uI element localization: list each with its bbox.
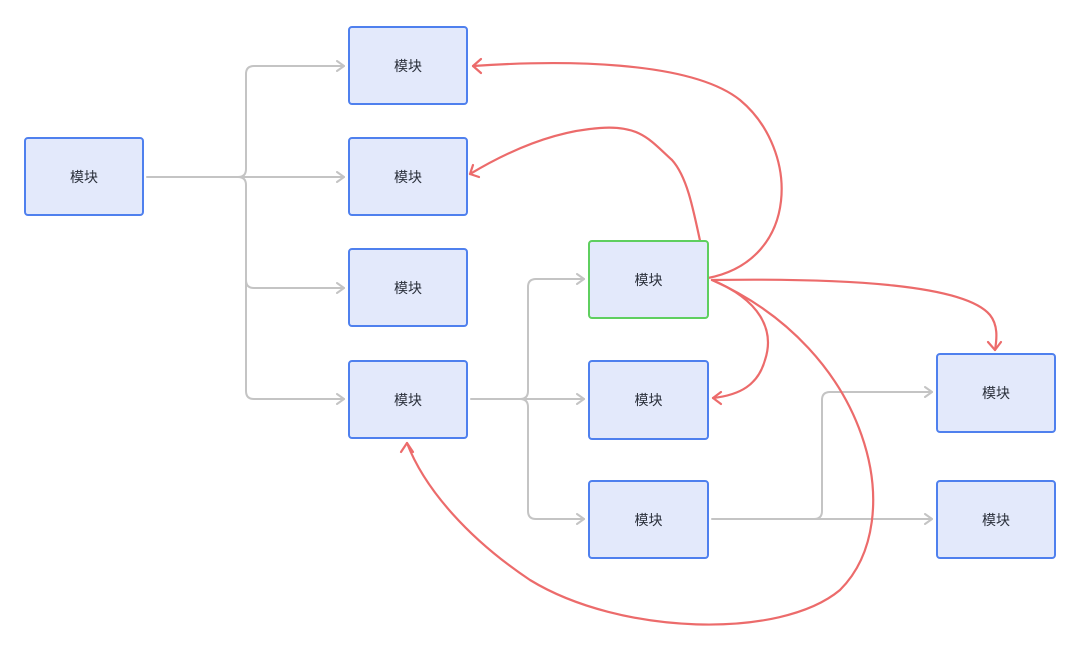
node-grandchild-1-selected[interactable]: 模块 [588, 240, 709, 319]
node-root[interactable]: 模块 [24, 137, 144, 216]
connector-c4-children-arrows [576, 273, 585, 525]
reference-arrow-to-g2-head [711, 390, 723, 406]
reference-arrow-to-c4-head [399, 441, 415, 454]
node-leaf-2[interactable]: 模块 [936, 480, 1056, 559]
reference-arrow-to-c1-head [471, 57, 483, 75]
reference-arrow-to-r1-head [986, 340, 1003, 352]
node-grandchild-3[interactable]: 模块 [588, 480, 709, 559]
reference-arrow-to-c2-head [468, 163, 481, 179]
reference-arrow-to-c1 [471, 62, 783, 280]
reference-arrow-to-c2 [468, 126, 710, 280]
reference-arrow-to-r1 [710, 278, 998, 352]
connector-g3-children-arrows [924, 386, 933, 525]
connector-g3-children [711, 391, 933, 520]
node-child-1[interactable]: 模块 [348, 26, 468, 105]
reference-arrow-to-g2 [710, 278, 770, 400]
connector-root-children-arrows [336, 60, 345, 405]
reference-arrow-to-c4 [405, 278, 875, 626]
node-child-4[interactable]: 模块 [348, 360, 468, 439]
node-child-3[interactable]: 模块 [348, 248, 468, 327]
connector-root-children [146, 65, 345, 400]
node-leaf-1[interactable]: 模块 [936, 353, 1056, 433]
node-child-2[interactable]: 模块 [348, 137, 468, 216]
connector-c4-children [470, 278, 585, 520]
node-grandchild-2[interactable]: 模块 [588, 360, 709, 440]
